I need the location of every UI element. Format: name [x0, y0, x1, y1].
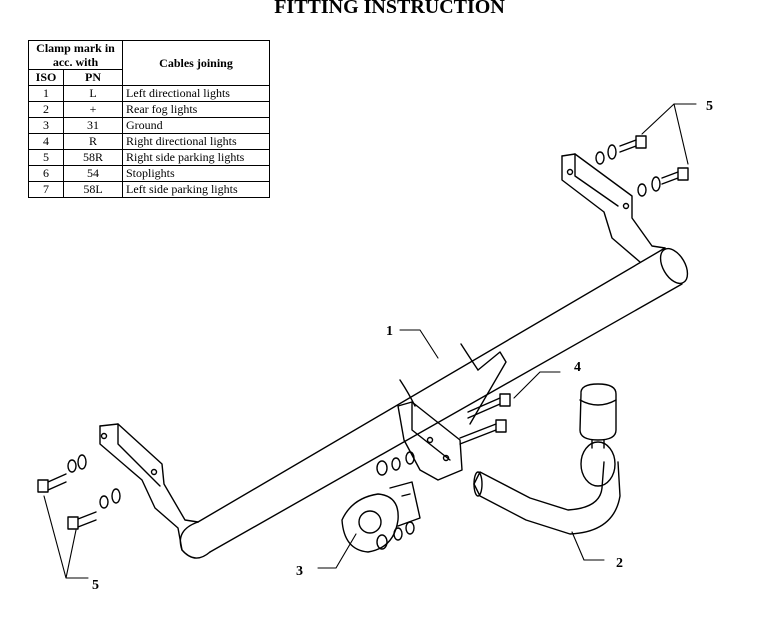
right-mounting-plate: [561, 153, 666, 263]
callout-5-top: 5: [706, 99, 713, 114]
header-clamp-mark: Clamp mark in acc. with: [28, 40, 123, 70]
left-mounting-plate: [99, 423, 199, 551]
callout-4: 4: [574, 360, 581, 375]
iso-cell: 7: [28, 181, 64, 198]
table-row: 7 58L Left side parking lights: [28, 181, 270, 198]
callout-1: 1: [386, 324, 393, 339]
desc-cell: Rear fog lights: [122, 101, 270, 118]
socket-plate: [341, 481, 421, 553]
center-bracket: [397, 351, 507, 481]
desc-cell: Right side parking lights: [122, 149, 270, 166]
desc-cell: Right directional lights: [122, 133, 270, 150]
table-subheader-row: ISO PN: [28, 69, 270, 86]
callout-2: 2: [616, 556, 623, 571]
tow-ball-neck: [473, 383, 621, 535]
right-bolt-set: [595, 135, 689, 197]
left-bolt-set: [37, 454, 121, 530]
table-row: 6 54 Stoplights: [28, 165, 270, 182]
table-row: 5 58R Right side parking lights: [28, 149, 270, 166]
page-title: FITTING INSTRUCTION: [274, 0, 505, 18]
callout-3: 3: [296, 564, 303, 579]
pn-cell: 58R: [63, 149, 123, 166]
crossbar-tube: [179, 247, 689, 559]
cables-joining-table: Clamp mark in acc. with Cables joining I…: [28, 40, 270, 198]
center-bolt-set: [376, 393, 511, 476]
callout-5-bottom: 5: [92, 578, 99, 593]
leader-lines: [43, 103, 697, 579]
table-row: 4 R Right directional lights: [28, 133, 270, 150]
table-row: 2 + Rear fog lights: [28, 101, 270, 118]
header-pn: PN: [63, 69, 123, 86]
desc-cell: Left side parking lights: [122, 181, 270, 198]
